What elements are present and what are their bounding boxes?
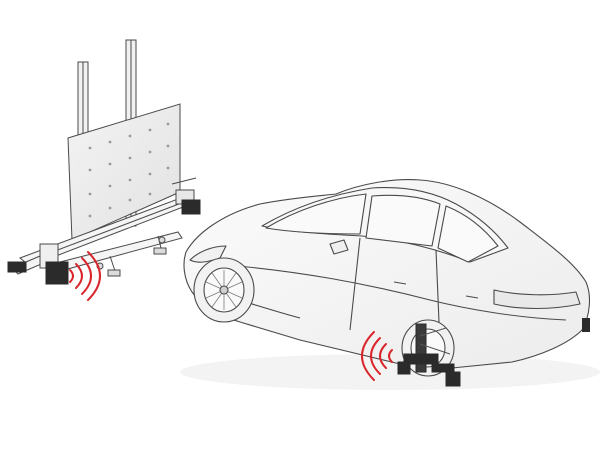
rear-wheel-sensor	[397, 323, 461, 387]
side-mirror	[329, 239, 349, 255]
rail-right-clamp	[171, 177, 201, 215]
calibration-frame	[7, 39, 201, 285]
target-board-holes	[88, 122, 170, 218]
side-window-front	[365, 194, 441, 247]
tail-light	[493, 289, 581, 310]
side-window-rear	[437, 205, 499, 263]
windshield	[265, 193, 367, 235]
left-foot	[7, 243, 69, 285]
headlight	[189, 245, 227, 263]
radar-signal-icon	[361, 331, 393, 381]
radar-signal-icon	[69, 251, 101, 301]
front-wheel	[193, 257, 255, 323]
rear-corner-foot	[582, 318, 590, 332]
